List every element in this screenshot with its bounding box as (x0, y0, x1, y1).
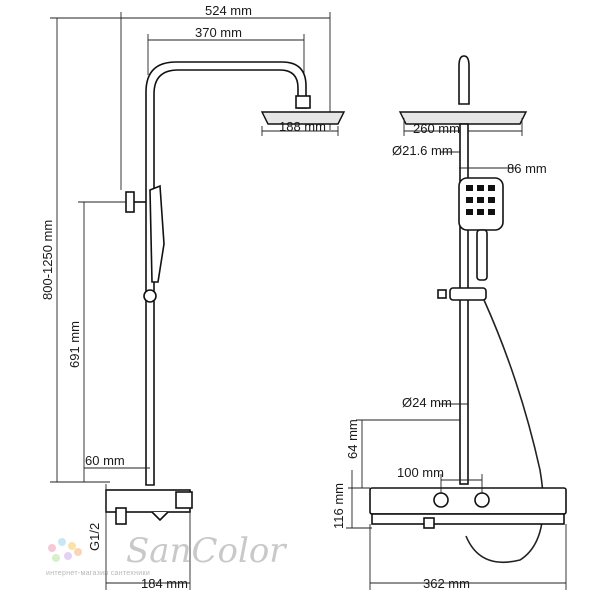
watermark-dot (58, 538, 66, 546)
watermark-dot (64, 552, 72, 560)
label-center-distance: 100 mm (397, 465, 444, 480)
label-mixer-width: 362 mm (423, 576, 470, 591)
watermark-dot (68, 542, 76, 550)
watermark-tagline: интернет-магазин сантехники (46, 570, 150, 577)
mixer-knob-side (175, 491, 193, 509)
label-slider-height: 691 mm (67, 321, 82, 368)
label-head-side: 188 mm (279, 119, 326, 134)
slider-knob (143, 289, 157, 303)
wall-bracket (125, 191, 135, 213)
label-inlet: G1/2 (87, 523, 102, 551)
temperature-knob (433, 492, 449, 508)
watermark-brand: SanColor (126, 531, 287, 571)
label-height-range: 800-1250 mm (40, 220, 55, 300)
hand-shower-nozzles (466, 185, 495, 215)
side-view (50, 12, 346, 590)
riser-front (459, 123, 469, 485)
spout-side (151, 511, 169, 522)
shower-head-side (260, 111, 346, 125)
watermark-dots (48, 538, 82, 562)
dimension-labels: 524 mm 370 mm 188 mm 800-1250 mm 691 mm … (40, 3, 547, 591)
head-connector (295, 95, 311, 109)
label-arm-length: 370 mm (195, 25, 242, 40)
watermark-dot (74, 548, 82, 556)
label-overall-width: 524 mm (205, 3, 252, 18)
mixer-body-front (369, 487, 567, 515)
label-side-offset: 60 mm (85, 453, 125, 468)
watermark: SanColor интернет-магазин сантехники (46, 531, 287, 577)
watermark-dot (48, 544, 56, 552)
label-mixer-depth: 184 mm (141, 576, 188, 591)
label-hand-width: 86 mm (507, 161, 547, 176)
flow-knob (474, 492, 490, 508)
hand-shower-side (149, 184, 165, 283)
label-head-diameter: 260 mm (413, 121, 460, 136)
front-view (346, 55, 567, 590)
hand-shower-handle (476, 229, 488, 281)
arm-front (458, 55, 470, 105)
slider-front (449, 287, 487, 301)
label-shelf-clearance: 64 mm (345, 419, 360, 459)
watermark-dot (52, 554, 60, 562)
label-riser-diameter: Ø24 mm (402, 395, 452, 410)
label-arm-diameter: Ø21.6 mm (392, 143, 453, 158)
label-mixer-height: 116 mm (331, 483, 346, 529)
spout-front (423, 517, 435, 529)
